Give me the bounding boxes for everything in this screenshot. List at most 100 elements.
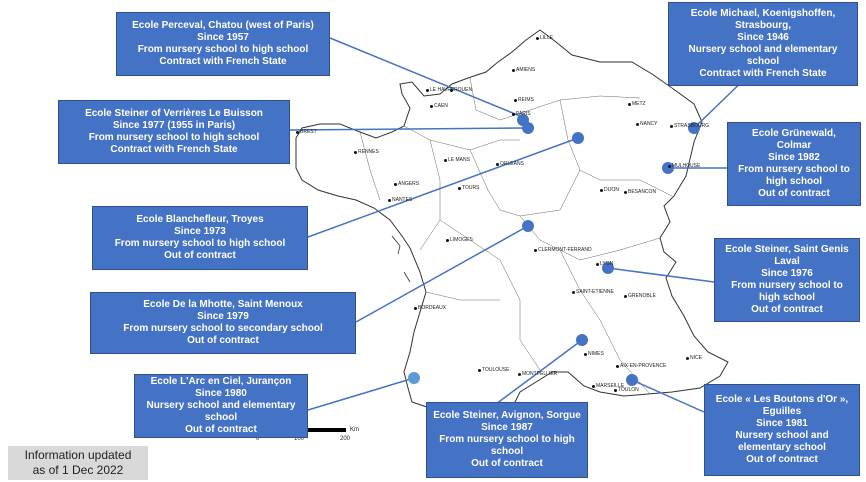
- school-line: Since 1981: [756, 418, 808, 429]
- city-label: MULHOUSE: [672, 163, 701, 169]
- city-label: TOURS: [462, 185, 480, 191]
- school-line: Nursery school and elementary school: [146, 400, 296, 423]
- city-dot: [426, 89, 429, 92]
- city-label: REIMS: [518, 97, 534, 103]
- school-line: Out of contract: [187, 335, 259, 346]
- school-line: high school: [765, 176, 823, 187]
- city-dot: [296, 131, 299, 134]
- school-line: Since 1946: [737, 32, 789, 43]
- marker-troyes: [572, 132, 584, 144]
- school-line: Ecole Perceval, Chatou (west of Paris): [132, 20, 314, 31]
- school-line: Nursery school and elementary: [688, 44, 838, 55]
- city-dot: [584, 353, 587, 356]
- school-line: Ecole L'Arc en Ciel, Jurançon: [150, 376, 292, 387]
- city-dot: [446, 239, 449, 242]
- school-box-avignon: Ecole Steiner, Avignon, Sorgue Since 198…: [426, 402, 588, 478]
- connector-avignon: [487, 339, 583, 411]
- connector-eguilles: [631, 379, 705, 413]
- city-label: GRENOBLE: [628, 293, 656, 299]
- city-dot: [458, 187, 461, 190]
- marker-colmar: [662, 162, 674, 174]
- city-label: DIJON: [604, 187, 619, 193]
- school-box-saint-genis: Ecole Steiner, Saint Genis Laval Since 1…: [714, 238, 860, 322]
- city-label: NICE: [690, 355, 702, 361]
- connector-mhotte: [355, 225, 529, 323]
- school-line: Out of contract: [758, 188, 830, 199]
- city-dot: [354, 151, 357, 154]
- city-dot: [534, 249, 537, 252]
- city-dot: [414, 307, 417, 310]
- city-dot: [450, 89, 453, 92]
- city-dot: [394, 183, 397, 186]
- city-label: LYON: [600, 261, 614, 267]
- school-line: Out of contract: [746, 454, 818, 465]
- city-dot: [636, 123, 639, 126]
- city-dot: [686, 357, 689, 360]
- school-line: Out of contract: [164, 250, 236, 261]
- city-dot: [616, 365, 619, 368]
- city-label: METZ: [632, 101, 646, 107]
- school-box-strasbourg: Ecole Michael, Koenigshoffen, Strasbourg…: [668, 2, 858, 86]
- update-note-line2: as of 1 Dec 2022: [32, 463, 124, 477]
- city-dot: [430, 105, 433, 108]
- city-dot: [670, 125, 673, 128]
- city-label: BORDEAUX: [418, 305, 447, 311]
- connector-troyes: [307, 137, 579, 238]
- city-dot: [388, 199, 391, 202]
- school-line: From nursery school to high: [439, 434, 575, 445]
- school-line: Ecole « Les Boutons d'Or »,: [715, 394, 849, 405]
- school-line: Ecole Steiner of Verrières Le Buisson: [85, 108, 263, 119]
- school-line: Colmar: [776, 140, 812, 151]
- school-line: school: [490, 446, 524, 457]
- city-label: SAINT-ETIENNE: [576, 289, 614, 295]
- scale-unit: Km: [350, 427, 359, 433]
- city-label: BESANCON: [628, 189, 657, 195]
- school-line: From nursery school to: [731, 280, 843, 291]
- marker-jurancon: [408, 372, 420, 384]
- school-line: Since 1979: [197, 311, 249, 322]
- school-line: Contract with French State: [699, 68, 827, 79]
- city-label: NANCY: [640, 121, 658, 127]
- connector-saint-genis: [607, 267, 715, 283]
- city-dot: [624, 191, 627, 194]
- school-line: Contract with French State: [159, 56, 287, 67]
- school-box-troyes: Ecole Blanchefleur, Troyes Since 1973 Fr…: [92, 206, 308, 270]
- school-line: Out of contract: [471, 458, 543, 469]
- city-dot: [572, 291, 575, 294]
- city-dot: [536, 37, 539, 40]
- city-dot: [600, 189, 603, 192]
- school-line: Out of contract: [185, 424, 257, 435]
- marker-strasbourg: [688, 122, 700, 134]
- city-label: LE MANS: [448, 157, 470, 163]
- city-dot: [624, 295, 627, 298]
- school-line: school: [746, 56, 780, 67]
- school-line: Since 1957: [197, 32, 249, 43]
- connector-chatou: [329, 37, 521, 117]
- city-label: NANTES: [392, 197, 413, 203]
- school-line: Ecole Michael, Koenigshoffen,: [690, 8, 836, 19]
- marker-eguilles: [626, 374, 638, 386]
- marker-saint-genis: [602, 262, 614, 274]
- city-label: RENNES: [358, 149, 379, 155]
- connector-verrieres: [289, 127, 527, 131]
- city-label: CAEN: [434, 103, 448, 109]
- update-note: Information updated as of 1 Dec 2022: [8, 446, 148, 480]
- scale-tick-0: 0: [256, 436, 260, 442]
- school-line: Strasbourg,: [734, 20, 792, 31]
- connector-jurancon: [307, 377, 415, 411]
- school-line: Since 1987: [481, 422, 533, 433]
- school-line: From nursery school to: [738, 164, 850, 175]
- update-note-line1: Information updated: [24, 448, 132, 462]
- france-outline: [295, 29, 729, 421]
- school-line: Since 1976: [761, 268, 813, 279]
- school-line: Since 1977 (1955 in Paris): [112, 120, 236, 131]
- city-label: ROUEN: [454, 87, 473, 93]
- city-label: BREST: [300, 129, 317, 135]
- city-dot: [592, 385, 595, 388]
- city-label: ANGERS: [398, 181, 420, 187]
- school-line: Ecole Steiner, Avignon, Sorgue: [433, 410, 581, 421]
- city-label: NIMES: [588, 351, 604, 357]
- school-box-eguilles: Ecole « Les Boutons d'Or », Eguilles Sin…: [704, 384, 860, 476]
- city-label: LIMOGES: [450, 237, 473, 243]
